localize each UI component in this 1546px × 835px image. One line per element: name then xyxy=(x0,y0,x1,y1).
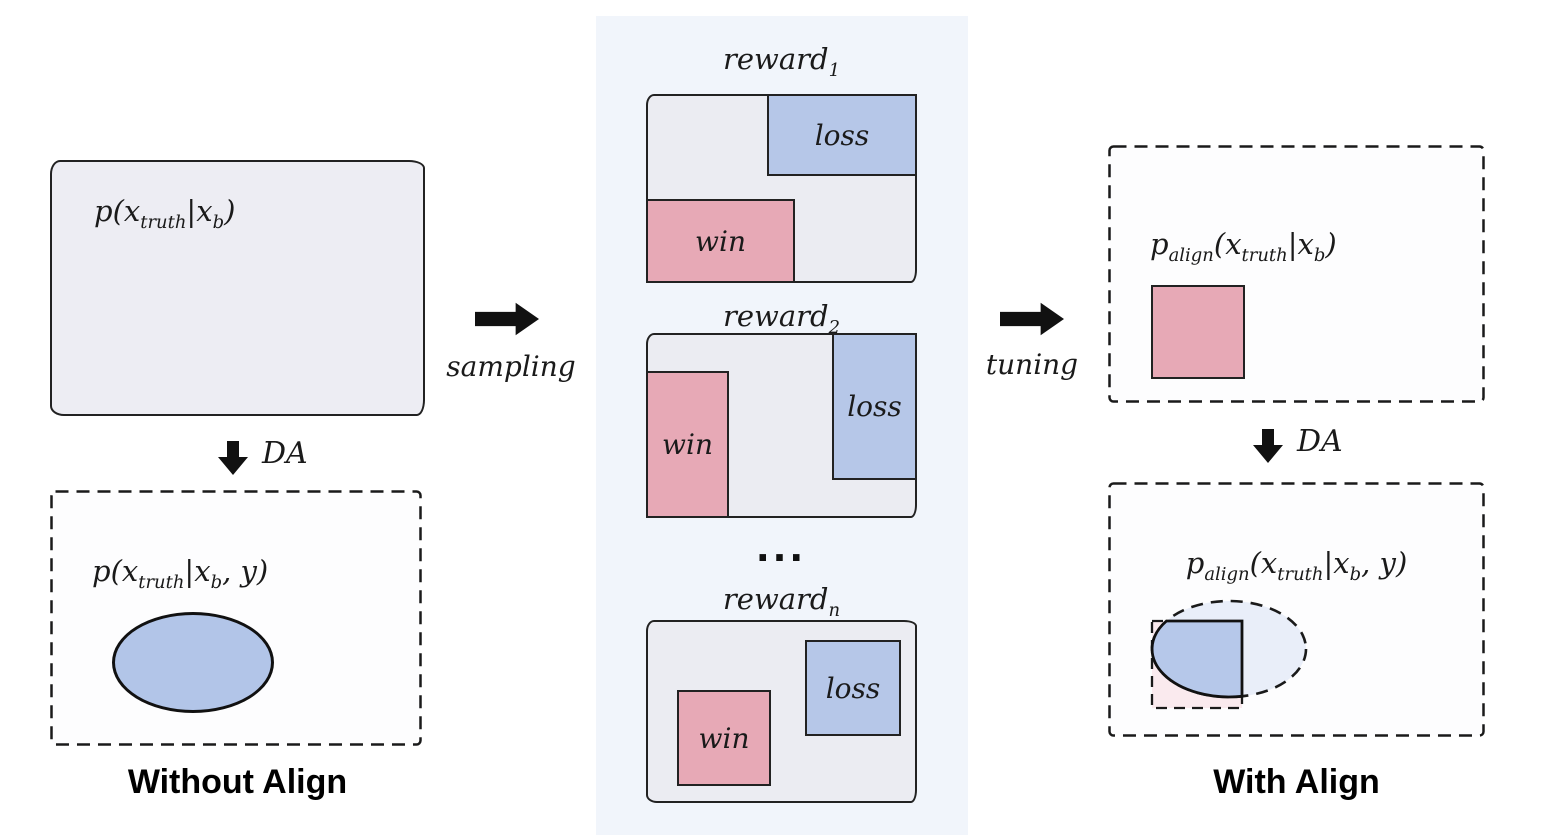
without-align-caption: Without Align xyxy=(127,763,348,801)
reward1-win-region: win xyxy=(646,199,795,283)
da-label: DA xyxy=(262,436,308,471)
loss-label: loss xyxy=(847,390,902,423)
rewardn-loss-region: loss xyxy=(805,640,901,736)
tuning-label: tuning xyxy=(985,348,1079,381)
arrow-right-icon xyxy=(1000,302,1064,336)
p-truth-formula: p(xtruth|xb) xyxy=(94,194,236,233)
loss-label: loss xyxy=(814,118,870,152)
p-truth-box: p(xtruth|xb) xyxy=(50,160,425,416)
p-truth-given-y-formula: p(xtruth|xb, y) xyxy=(92,554,269,593)
p-align-given-y-formula: palign(xtruth|xb, y) xyxy=(1185,546,1408,585)
rewardn-box: win loss xyxy=(646,620,917,803)
with-align-caption: With Align xyxy=(1213,763,1380,801)
aligned-win-square xyxy=(1151,285,1245,379)
rewardn-title: rewardn xyxy=(722,582,841,621)
loss-label: loss xyxy=(825,671,881,705)
posterior-density-ellipse xyxy=(112,612,274,713)
win-label: win xyxy=(695,224,746,258)
reward2-box: win loss xyxy=(646,333,917,518)
arrow-down-icon xyxy=(218,441,248,475)
reward1-title: reward1 xyxy=(722,42,840,81)
p-align-box: palign(xtruth|xb) xyxy=(1108,145,1485,403)
win-label: win xyxy=(698,721,750,755)
reward1-loss-region: loss xyxy=(767,94,917,176)
dashed-border xyxy=(50,490,422,746)
p-align-formula: palign(xtruth|xb) xyxy=(1150,227,1337,266)
reward2-title: reward2 xyxy=(722,299,840,338)
rewardn-win-region: win xyxy=(677,690,771,786)
intersection-region xyxy=(1150,619,1244,699)
sampling-label: sampling xyxy=(446,350,576,383)
reward1-box: loss win xyxy=(646,94,917,283)
arrow-right-icon xyxy=(475,302,539,336)
win-label: win xyxy=(662,428,713,461)
alignment-overlap-graphic xyxy=(1150,599,1308,710)
reward2-loss-region: loss xyxy=(832,333,917,480)
p-align-given-y-box: palign(xtruth|xb, y) xyxy=(1108,482,1485,737)
da-label: DA xyxy=(1297,424,1343,459)
ellipsis-dots: ... xyxy=(756,519,807,571)
p-truth-given-y-box: p(xtruth|xb, y) xyxy=(50,490,422,746)
arrow-down-icon xyxy=(1253,429,1283,463)
reward2-win-region: win xyxy=(646,371,729,518)
